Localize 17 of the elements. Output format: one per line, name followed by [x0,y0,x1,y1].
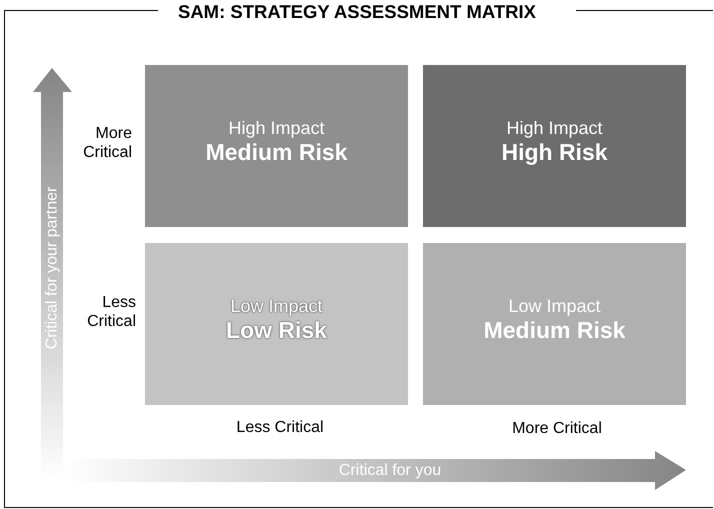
quadrant-box [423,243,686,405]
risk-label: Medium Risk [484,316,626,344]
risk-label: Low Risk [226,316,327,344]
quadrant-box [423,65,686,227]
column-label: Less Critical [236,419,324,436]
risk-label: High Risk [501,138,608,166]
column-label: More Critical [512,420,602,437]
impact-label: Low Impact [230,294,323,316]
row-label: More Critical [83,125,132,161]
risk-label: Medium Risk [206,138,348,166]
impact-label: Low Impact [508,294,601,316]
impact-label: High Impact [506,116,603,138]
quadrant-box [145,65,408,227]
axis-label: Critical for you [338,462,442,479]
row-label: Less Critical [87,294,136,330]
quadrant-box [145,243,408,405]
impact-label: High Impact [228,116,325,138]
